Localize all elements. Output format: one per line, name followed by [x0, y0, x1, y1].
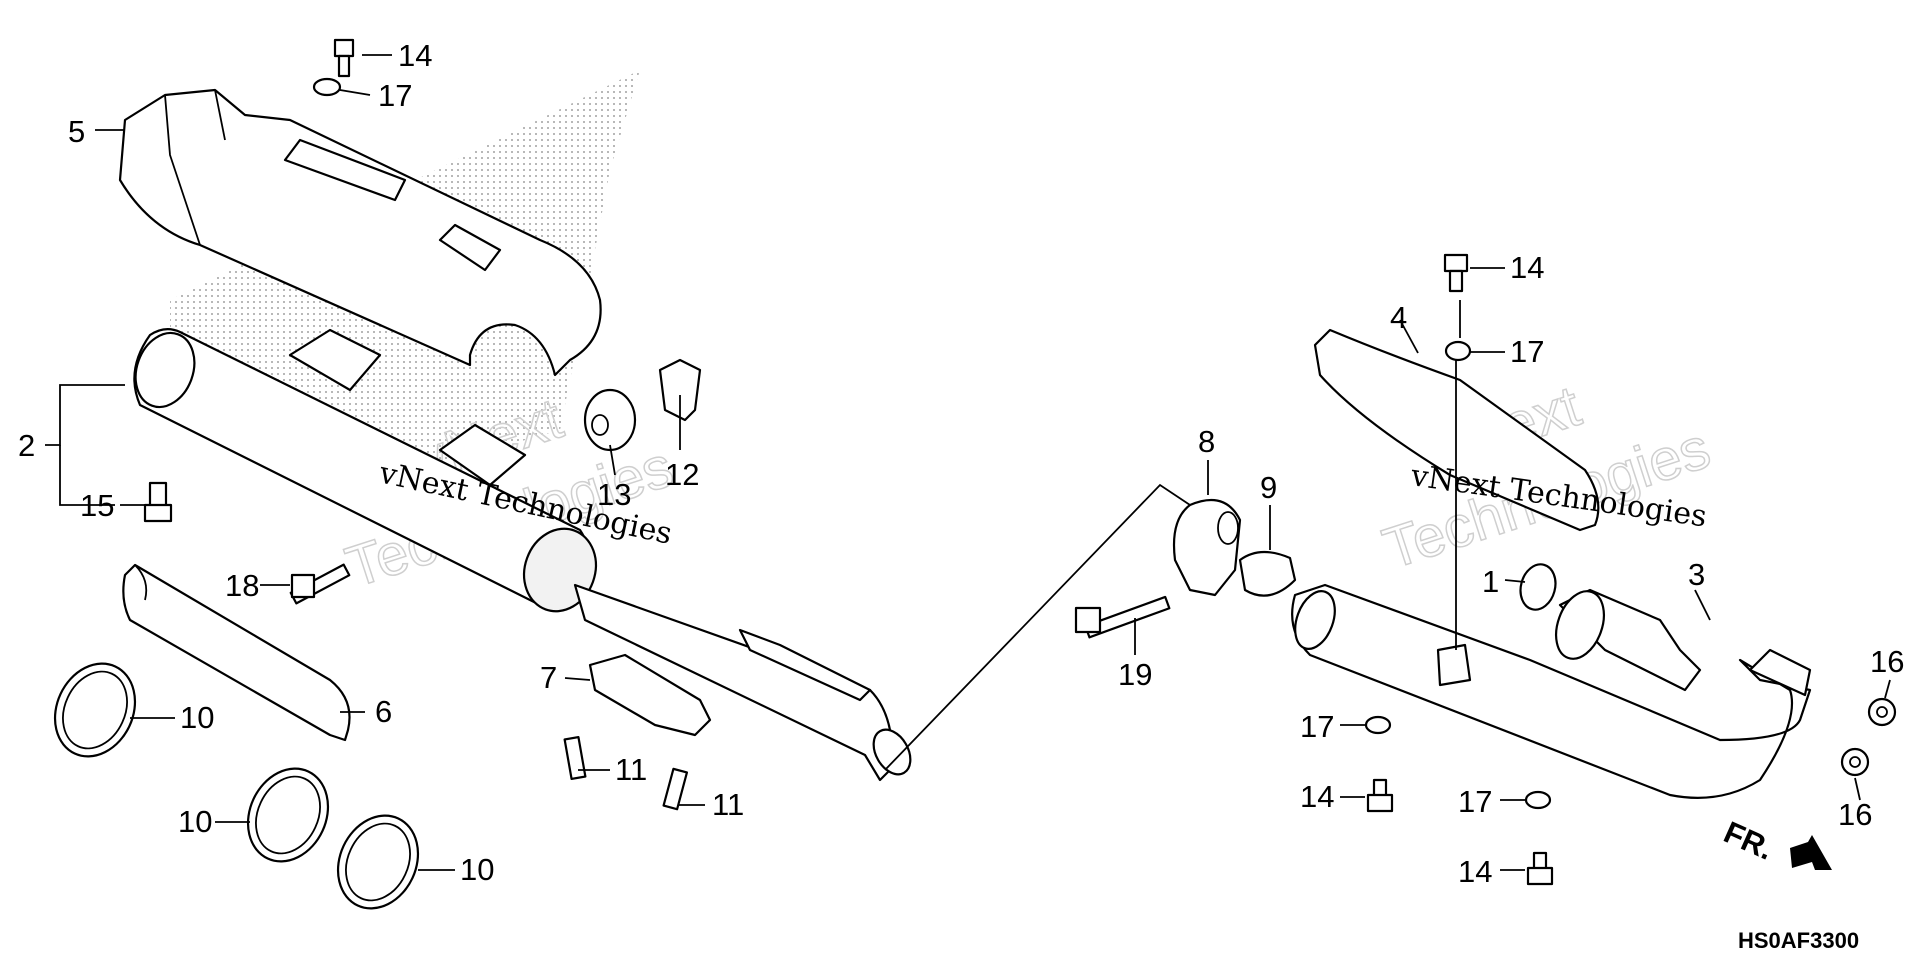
callout-14-upper-right: 14 [1510, 250, 1544, 285]
callout-19: 19 [1118, 657, 1152, 692]
callout-14-top-left: 14 [398, 38, 432, 73]
part-12-bracket [658, 358, 702, 422]
diagram-code: HS0AF3300 [1738, 928, 1859, 953]
callout-17-low: 17 [1458, 784, 1492, 819]
part-6-lower-shield [122, 563, 351, 742]
callout-16-b: 16 [1838, 797, 1872, 832]
direction-label: FR. [1719, 814, 1779, 866]
part-10-clamp-c [336, 814, 420, 910]
callout-11-b: 11 [712, 787, 744, 822]
callout-1: 1 [1482, 564, 1499, 599]
part-14-bolt-mid [1366, 778, 1394, 813]
callout-13: 13 [597, 477, 631, 512]
part-16-nut-a [1867, 697, 1897, 727]
callout-7: 7 [540, 660, 557, 695]
part-14-bolt-low [1526, 851, 1554, 886]
part-17-washer-top-left [312, 77, 342, 97]
callout-11-a: 11 [615, 752, 647, 787]
part-11-stud-b [662, 767, 689, 811]
callout-17-top-left: 17 [378, 78, 412, 113]
part-11-stud-a [563, 735, 587, 781]
part-14-bolt-upper-right [1443, 253, 1469, 293]
callout-18: 18 [225, 568, 259, 603]
part-10-clamp-b [246, 767, 330, 863]
part-2-muffler [133, 328, 912, 782]
callout-12: 12 [665, 457, 699, 492]
callout-3: 3 [1688, 557, 1705, 592]
part-3-exhaust-pipe [1291, 563, 1812, 799]
callout-9: 9 [1260, 470, 1277, 505]
part-5-heat-shield [118, 88, 602, 377]
callout-14-low: 14 [1458, 854, 1492, 889]
callout-2: 2 [18, 428, 35, 463]
callout-16-a: 16 [1870, 644, 1904, 679]
part-14-bolt-top-left [333, 38, 355, 78]
callout-15: 15 [80, 488, 114, 523]
part-16-nut-b [1840, 747, 1870, 777]
part-8-clamp [1172, 498, 1242, 597]
part-13-grommet [583, 388, 637, 452]
part-7-plate [588, 653, 712, 737]
leader-lines [45, 54, 1891, 871]
callout-10-a: 10 [180, 700, 214, 735]
part-10-clamp-a [53, 662, 137, 758]
callout-10-b: 10 [178, 804, 212, 839]
part-17-washer-mid [1364, 715, 1392, 735]
callout-10-c: 10 [460, 852, 494, 887]
callout-17-mid: 17 [1300, 709, 1334, 744]
part-18-bolt [289, 563, 351, 605]
callout-4: 4 [1390, 300, 1407, 335]
part-1-gasket [1519, 563, 1557, 611]
part-17-washer-upper-right [1444, 340, 1472, 362]
callout-17-upper-right: 17 [1510, 334, 1544, 369]
direction-arrow-icon: FR. [1719, 814, 1832, 870]
callout-14-mid: 14 [1300, 779, 1334, 814]
callout-6: 6 [375, 694, 392, 729]
part-19-bolt [1074, 595, 1171, 639]
part-15-bolt [143, 481, 173, 523]
callout-5: 5 [68, 114, 85, 149]
part-9-gasket [1238, 550, 1297, 597]
callout-8: 8 [1198, 424, 1215, 459]
part-17-washer-low [1524, 790, 1552, 810]
